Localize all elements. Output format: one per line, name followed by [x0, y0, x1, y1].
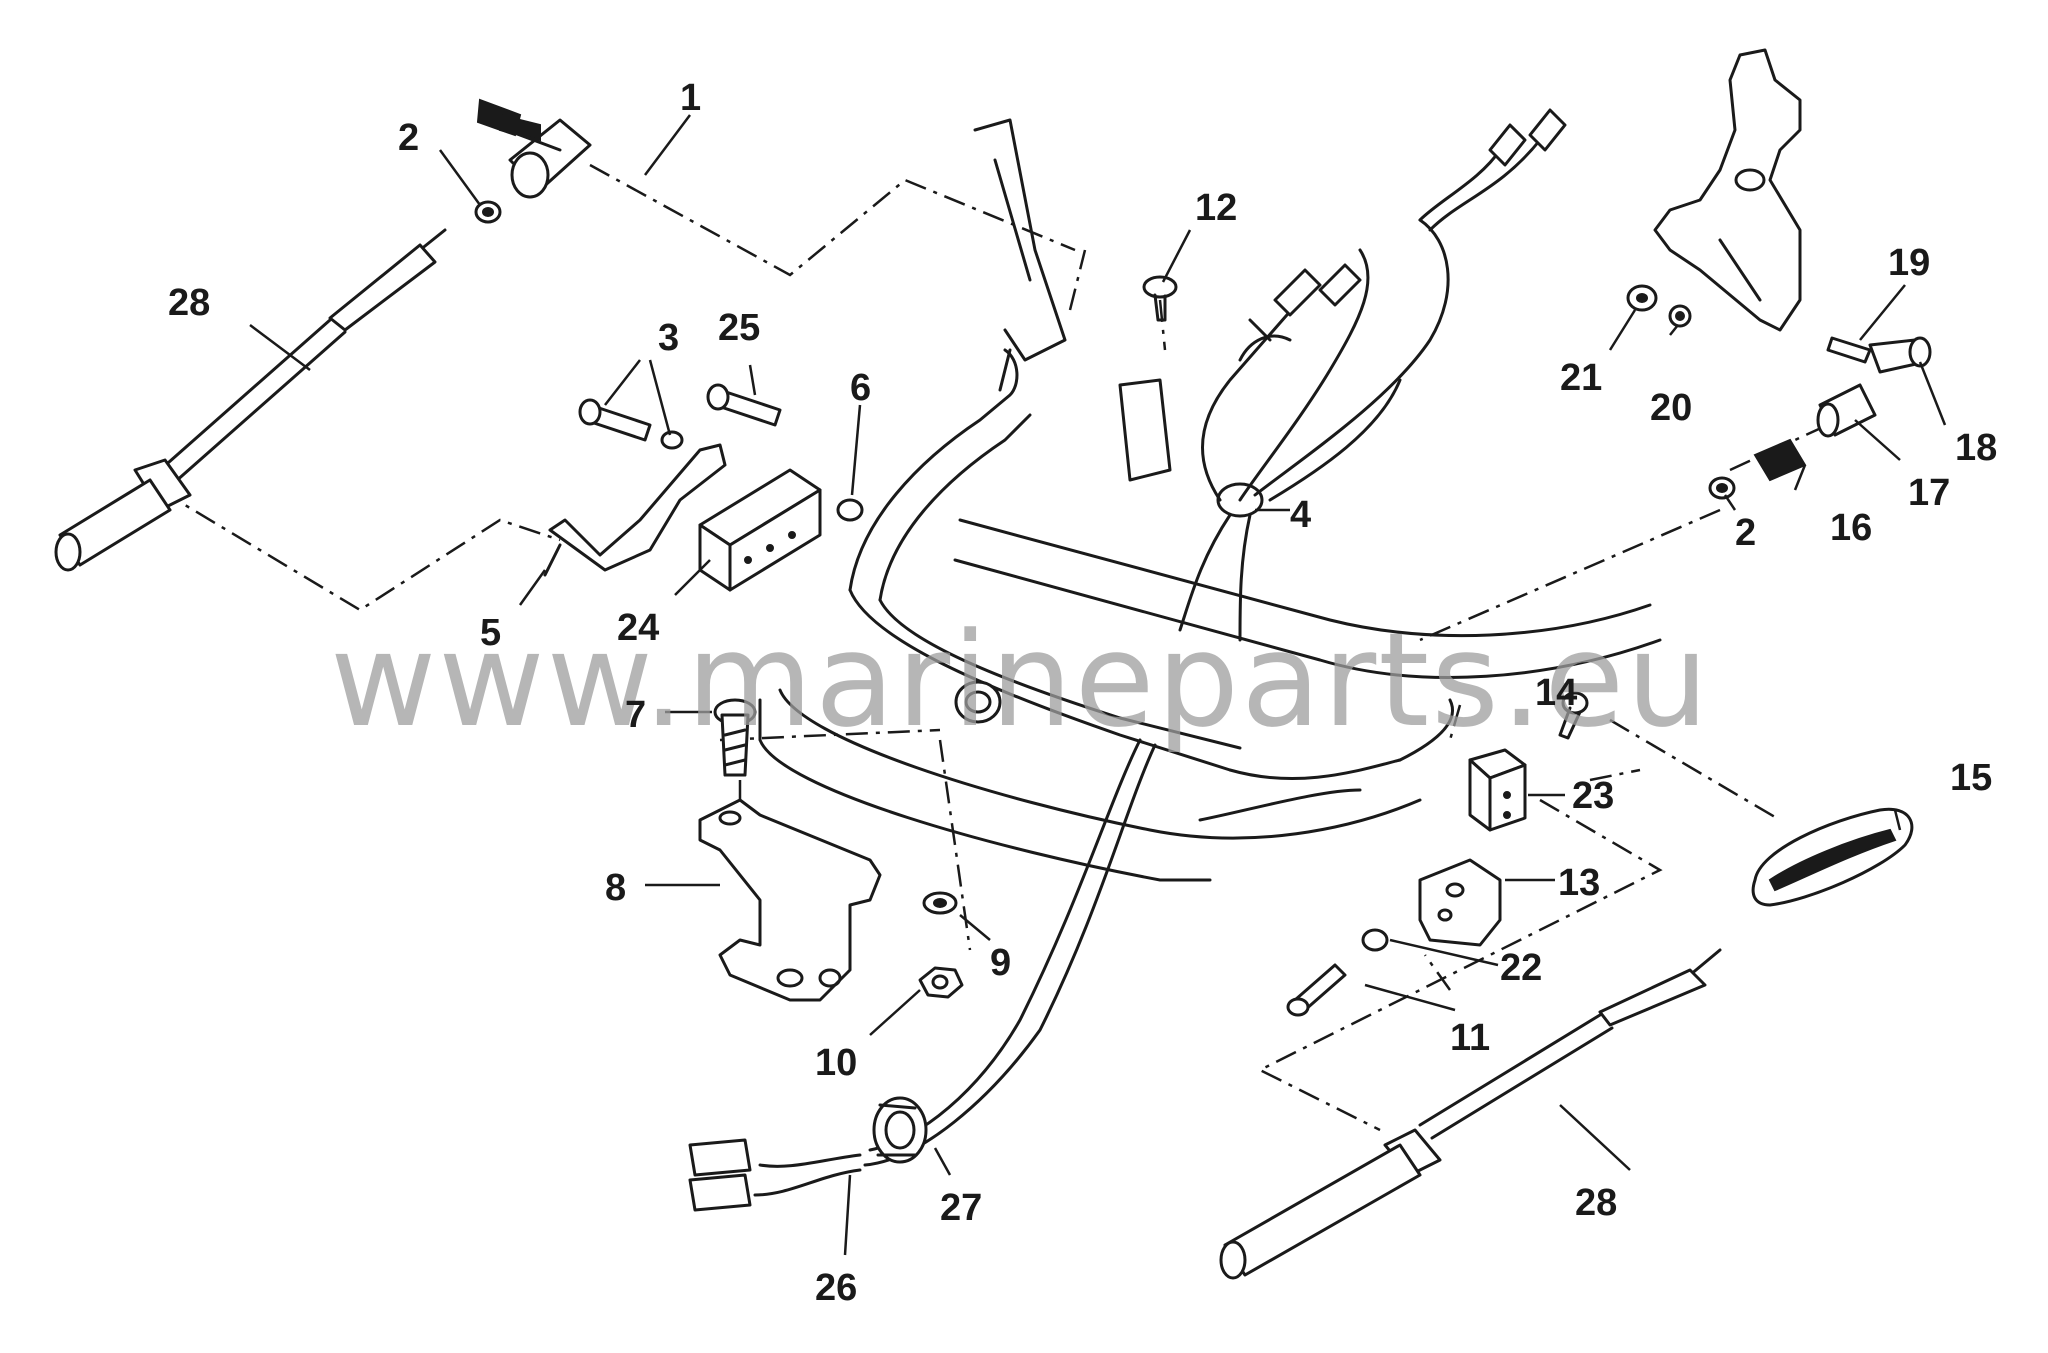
callout-2-top: 2 — [398, 117, 419, 159]
callout-22: 22 — [1500, 947, 1542, 989]
callout-9: 9 — [990, 942, 1011, 984]
throttle-bracket-top-right — [1653, 48, 1802, 332]
part-27-grommet — [872, 1096, 928, 1164]
part-22-washer — [1361, 928, 1389, 952]
leader-lines — [249, 114, 1947, 1256]
part-7-bolt — [713, 698, 757, 777]
assembly-lines — [159, 163, 1861, 1132]
callout-6: 6 — [850, 367, 871, 409]
part-10-nut — [918, 966, 964, 999]
callout-26: 26 — [815, 1267, 857, 1309]
callout-20: 20 — [1650, 387, 1692, 429]
part-23-block — [1468, 748, 1527, 832]
callout-19: 19 — [1888, 242, 1930, 284]
callout-7: 7 — [625, 694, 646, 736]
part-16-spring — [1753, 438, 1807, 482]
part-5-bracket — [543, 443, 727, 577]
callout-5: 5 — [480, 612, 501, 654]
callout-16: 16 — [1830, 507, 1872, 549]
center-support-arm — [973, 118, 1067, 392]
part-4-wire-harness — [1118, 108, 1567, 642]
part-1-cable-end — [476, 98, 592, 199]
part-15-cover — [1751, 807, 1914, 907]
callout-4: 4 — [1290, 494, 1311, 536]
callout-13: 13 — [1558, 862, 1600, 904]
callout-11: 11 — [1450, 1017, 1490, 1059]
callout-12: 12 — [1195, 187, 1237, 229]
part-11-screw — [1286, 963, 1347, 1017]
part-13-switch-plate — [1418, 858, 1502, 947]
part-19-pin — [1826, 336, 1872, 364]
callout-10: 10 — [815, 1042, 857, 1084]
part-28-cable-right — [1219, 948, 1722, 1280]
part-12-screw — [1142, 275, 1178, 322]
callout-18: 18 — [1955, 427, 1997, 469]
callout-2-right: 2 — [1735, 512, 1756, 554]
callout-28-left: 28 — [168, 282, 210, 324]
part-21-nut — [1626, 284, 1658, 312]
callout-3: 3 — [658, 317, 679, 359]
callout-27: 27 — [940, 1187, 982, 1229]
part-2-washer-right — [1708, 476, 1736, 500]
frame-grommet — [954, 680, 1002, 724]
part-20-washer — [1668, 304, 1692, 328]
callout-24: 24 — [617, 607, 659, 649]
callout-25: 25 — [718, 307, 760, 349]
part-9-washer — [922, 891, 958, 915]
part-8-mount-bracket — [698, 798, 882, 1002]
part-14-screw — [1558, 691, 1589, 740]
callout-21: 21 — [1560, 357, 1602, 399]
callout-1: 1 — [680, 77, 701, 119]
callout-23: 23 — [1572, 775, 1614, 817]
part-2-washer-top — [474, 200, 502, 224]
callout-15: 15 — [1950, 757, 1992, 799]
part-28-cable-left — [54, 228, 447, 572]
part-26-wire-lead — [688, 738, 1157, 1212]
part-6-nut — [836, 498, 864, 522]
part-3-screw — [578, 398, 684, 450]
part-17-cylinder — [1816, 383, 1877, 438]
watermark-text: www.marineparts.eu — [330, 604, 1711, 756]
callout-numbers: 1 2 28 3 25 6 4 5 24 7 8 9 10 12 13 14 2… — [168, 77, 1997, 1309]
callout-28-right: 28 — [1575, 1182, 1617, 1224]
callout-17: 17 — [1908, 472, 1950, 514]
part-18-joint — [1868, 336, 1932, 374]
part-25-screw — [706, 383, 782, 427]
callout-14: 14 — [1535, 672, 1577, 714]
part-24-block — [698, 468, 822, 592]
callout-8: 8 — [605, 867, 626, 909]
